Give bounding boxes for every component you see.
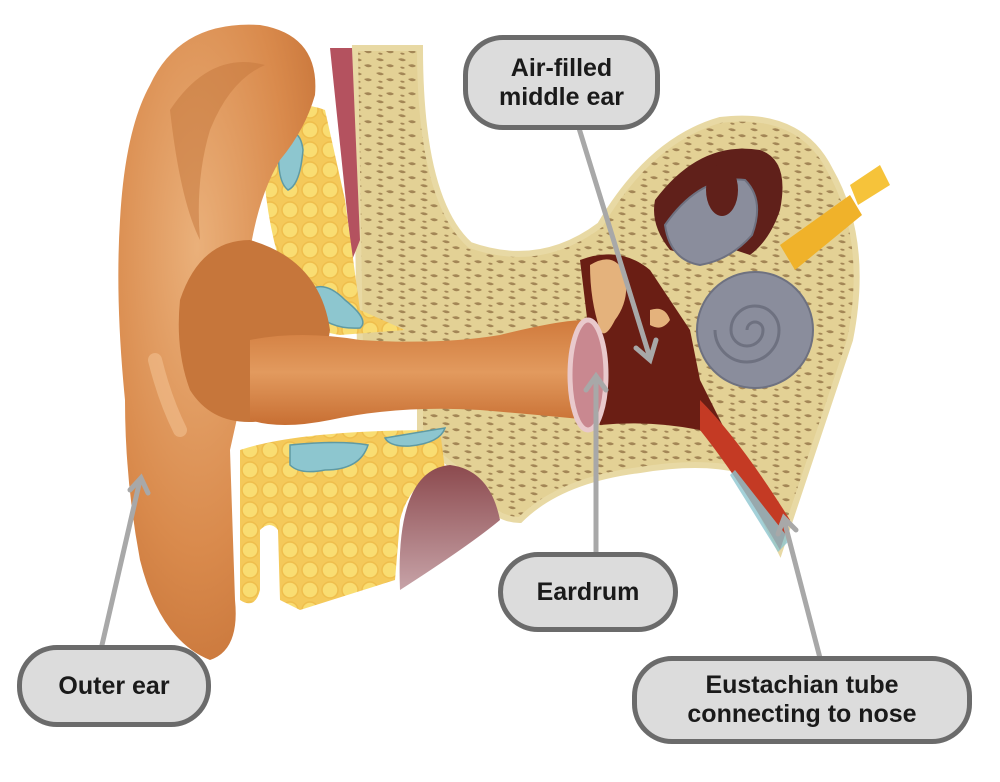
muscle <box>330 48 360 260</box>
label-middle-ear-line1: Air-filled <box>510 53 613 82</box>
label-eardrum-text: Eardrum <box>536 577 640 606</box>
label-middle-ear-line2: middle ear <box>498 82 625 111</box>
label-outer-ear-text: Outer ear <box>58 671 170 700</box>
cartilage-blob-lower-2 <box>383 427 447 447</box>
pointer-arrows <box>99 122 823 661</box>
label-eustachian-line2: connecting to nose <box>687 700 917 728</box>
arrow-outer-ear <box>99 477 143 648</box>
inner-ear <box>654 148 814 389</box>
eardrum-membrane <box>567 317 609 433</box>
label-middle-ear: Air-filled middle ear <box>463 35 660 130</box>
label-eardrum: Eardrum <box>498 552 678 632</box>
lower-cartilage <box>240 430 445 610</box>
throat-cavity <box>399 465 500 590</box>
ossicles <box>590 259 670 334</box>
label-eustachian-line1: Eustachian tube <box>705 671 899 699</box>
ear-canal <box>250 320 590 425</box>
cartilage-blob-lower-1 <box>289 441 369 473</box>
label-eustachian-tube: Eustachian tube connecting to nose <box>632 656 972 744</box>
label-outer-ear: Outer ear <box>17 645 211 727</box>
auditory-nerve <box>780 165 890 270</box>
arrow-eustachian <box>781 517 823 661</box>
arrow-middle-ear <box>575 122 653 361</box>
